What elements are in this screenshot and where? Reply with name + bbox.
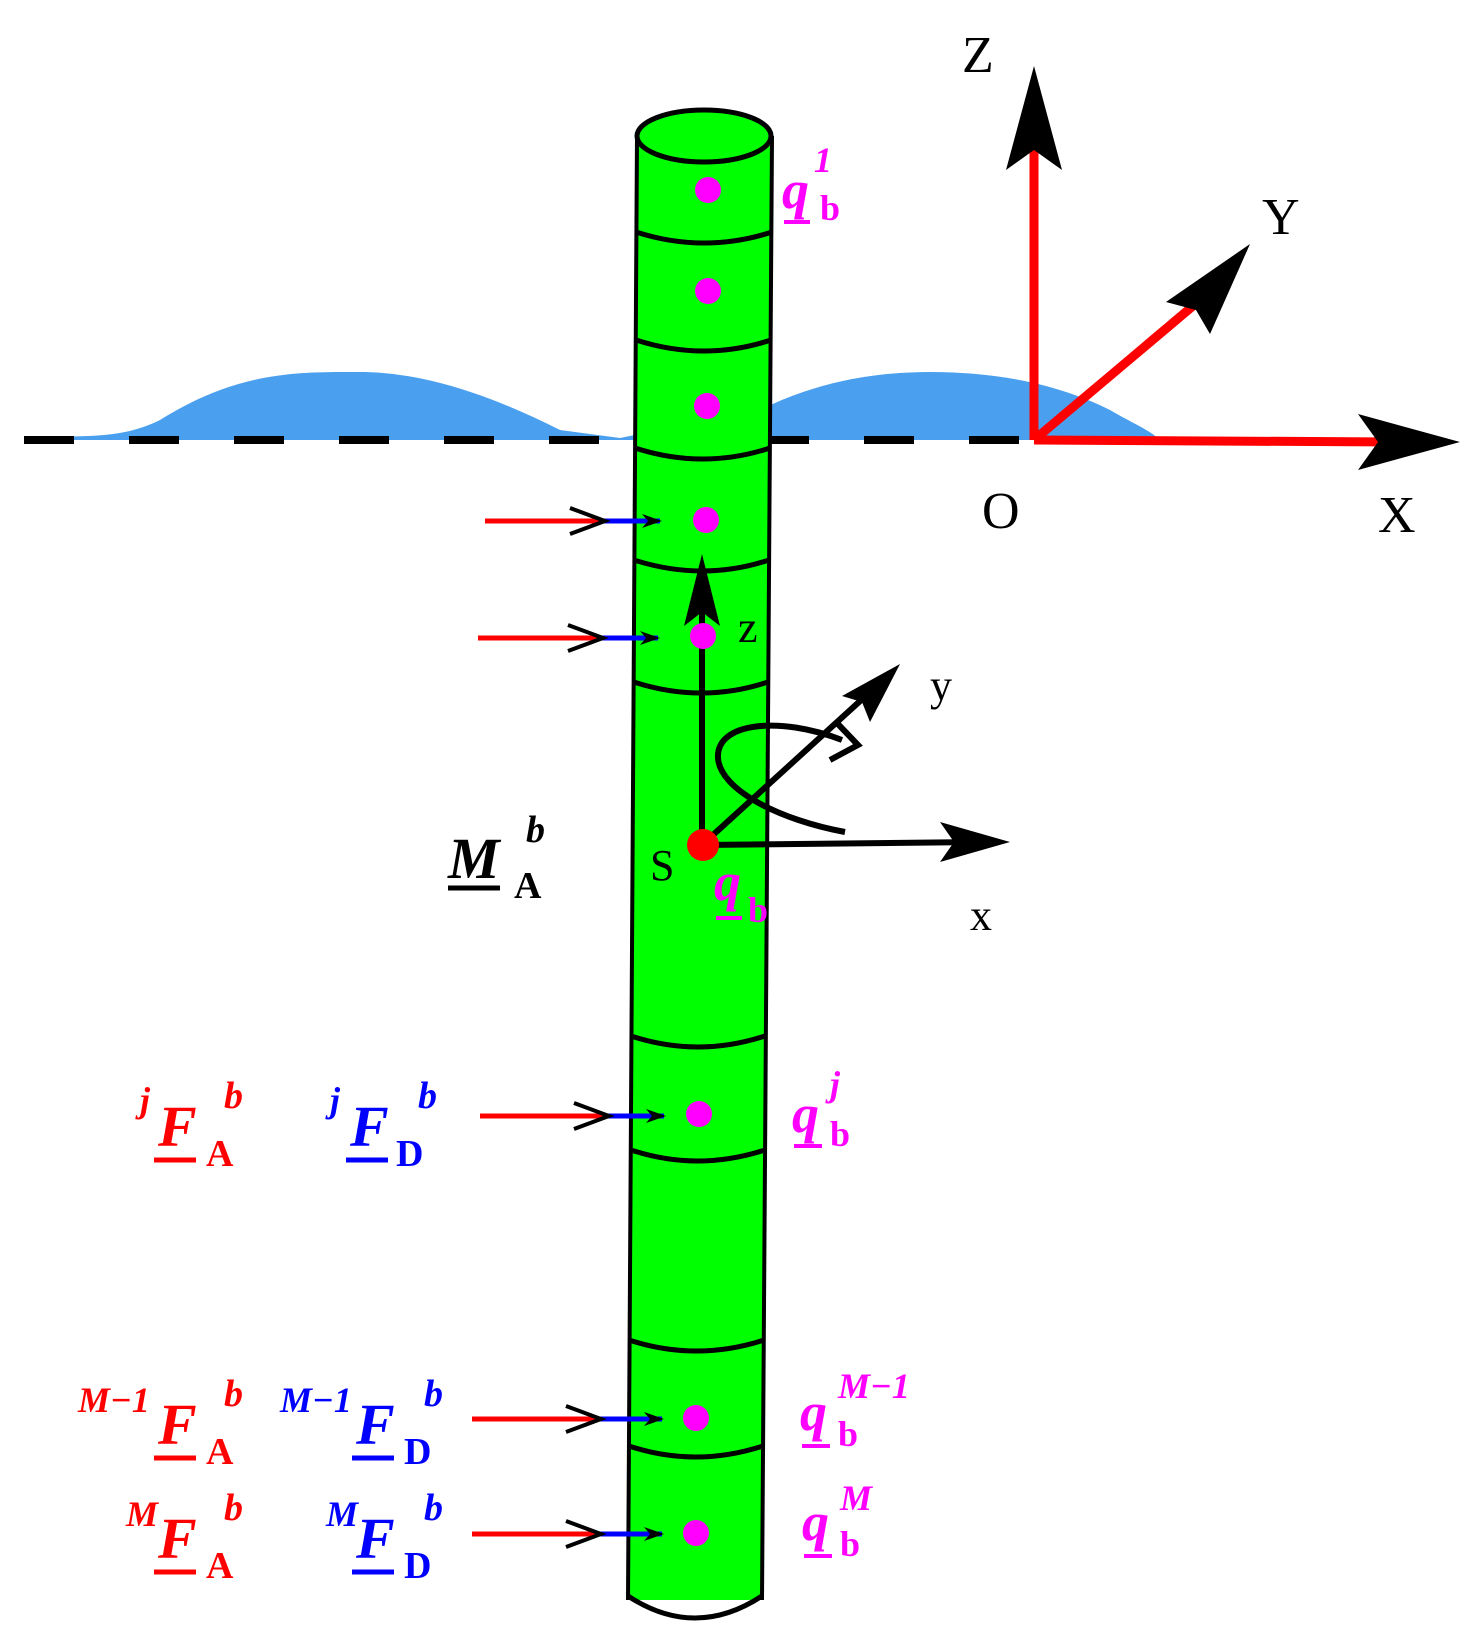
global-y-arrowhead: [1166, 244, 1250, 334]
body-y-axis: [699, 689, 873, 848]
global-axes: Z Y X O: [962, 27, 1460, 544]
node-label-sym: q: [782, 160, 809, 220]
added-mass-force-label-j: j F b A: [135, 1075, 243, 1175]
force-sup: b: [224, 1075, 243, 1117]
global-origin-label: O: [982, 483, 1020, 540]
moment-label: M b A: [447, 809, 545, 907]
node-point: [695, 278, 721, 304]
added-mass-force-label-m-minus-1: M−1 F b A: [77, 1373, 243, 1473]
force-sym: F: [349, 1094, 389, 1159]
force-arrows: [472, 506, 666, 1549]
force-pre: j: [325, 1080, 341, 1120]
force-pre: M−1: [279, 1380, 352, 1420]
force-pre: M−1: [77, 1380, 150, 1420]
global-z-arrowhead: [1006, 66, 1062, 170]
node-label-j: q j b: [792, 1064, 850, 1154]
body-origin-point: [687, 829, 719, 861]
force-sub: D: [396, 1133, 423, 1175]
force-arrow: [480, 1101, 666, 1131]
node-label-sub: b: [838, 1414, 858, 1454]
force-sym: F: [157, 1094, 197, 1159]
global-y-label: Y: [1262, 189, 1300, 246]
global-x-axis: [1033, 435, 1396, 447]
force-arrow: [472, 1404, 664, 1434]
drag-force-label-m-minus-1: M−1 F b D: [279, 1373, 443, 1473]
drag-force-label-j: j F b D: [325, 1075, 437, 1175]
node-label-m: q M b: [802, 1478, 874, 1564]
node-point: [693, 507, 719, 533]
force-sym: F: [157, 1506, 197, 1571]
force-sup: b: [418, 1075, 437, 1117]
node-label-sym: q: [802, 1492, 829, 1552]
force-sup: b: [224, 1487, 243, 1529]
node-label-sup: 1: [814, 140, 832, 180]
force-sub: D: [404, 1545, 431, 1587]
body-node-sub: b: [748, 890, 768, 930]
cylinder-bottom-cap: [626, 1593, 764, 1621]
node-point: [686, 1101, 712, 1127]
node-label-sup: M−1: [837, 1366, 910, 1406]
node-label-sub: b: [830, 1114, 850, 1154]
node-label-sup: M: [839, 1478, 874, 1518]
global-z-label: Z: [962, 27, 994, 84]
moment-rotation-arc: [714, 722, 846, 835]
body-x-label: x: [970, 891, 992, 940]
body-node-sym: q: [714, 852, 741, 912]
node-point: [683, 1405, 709, 1431]
node-label-1: q 1 b: [782, 140, 840, 228]
cylinder-body: [628, 136, 772, 1600]
node-label-sup: j: [825, 1064, 841, 1104]
force-sub: A: [206, 1431, 234, 1473]
moment-arc-arrowhead: [828, 719, 863, 763]
body-z-arrowhead: [684, 554, 720, 626]
node-points: [683, 177, 721, 1546]
force-sub: D: [404, 1431, 431, 1473]
force-pre: M: [325, 1494, 360, 1534]
force-arrow: [485, 506, 662, 536]
node-label-sym: q: [800, 1382, 827, 1442]
cylinder: [626, 107, 774, 1621]
node-point: [683, 1520, 709, 1546]
global-y-axis: [1031, 296, 1203, 444]
node-point: [695, 177, 721, 203]
body-node-label: q b: [714, 852, 768, 930]
global-x-arrowhead: [1358, 414, 1460, 470]
added-mass-force-label-m: M F b A: [125, 1487, 243, 1587]
force-sup: b: [424, 1487, 443, 1529]
node-label-sub: b: [820, 188, 840, 228]
moment-sup: b: [526, 809, 545, 851]
cylinder-top-cap: [634, 107, 774, 165]
force-sub: A: [206, 1545, 234, 1587]
drag-force-label-m: M F b D: [325, 1487, 443, 1587]
body-origin-label: S: [650, 841, 674, 890]
body-x-axis: [701, 839, 981, 848]
force-sup: b: [424, 1373, 443, 1415]
force-arrow: [472, 1519, 664, 1549]
body-z-label: z: [738, 603, 758, 652]
moment-sub: A: [514, 865, 542, 907]
force-pre: j: [135, 1080, 151, 1120]
force-sub: A: [206, 1133, 234, 1175]
force-sym: F: [355, 1392, 395, 1457]
global-x-label: X: [1378, 487, 1416, 544]
node-point: [694, 393, 720, 419]
force-sym: F: [355, 1506, 395, 1571]
moment-sym: M: [447, 826, 502, 891]
node-label-m-minus-1: q M−1 b: [800, 1366, 910, 1454]
node-label-sub: b: [840, 1524, 860, 1564]
node-point: [690, 623, 716, 649]
force-arrow: [478, 623, 660, 653]
body-x-arrowhead: [940, 822, 1010, 862]
body-y-label: y: [930, 661, 952, 710]
body-y-arrowhead: [842, 664, 900, 722]
force-pre: M: [125, 1494, 160, 1534]
water-wave: [24, 371, 1160, 440]
force-sym: F: [157, 1392, 197, 1457]
node-label-sym: q: [792, 1084, 819, 1144]
force-sup: b: [224, 1373, 243, 1415]
